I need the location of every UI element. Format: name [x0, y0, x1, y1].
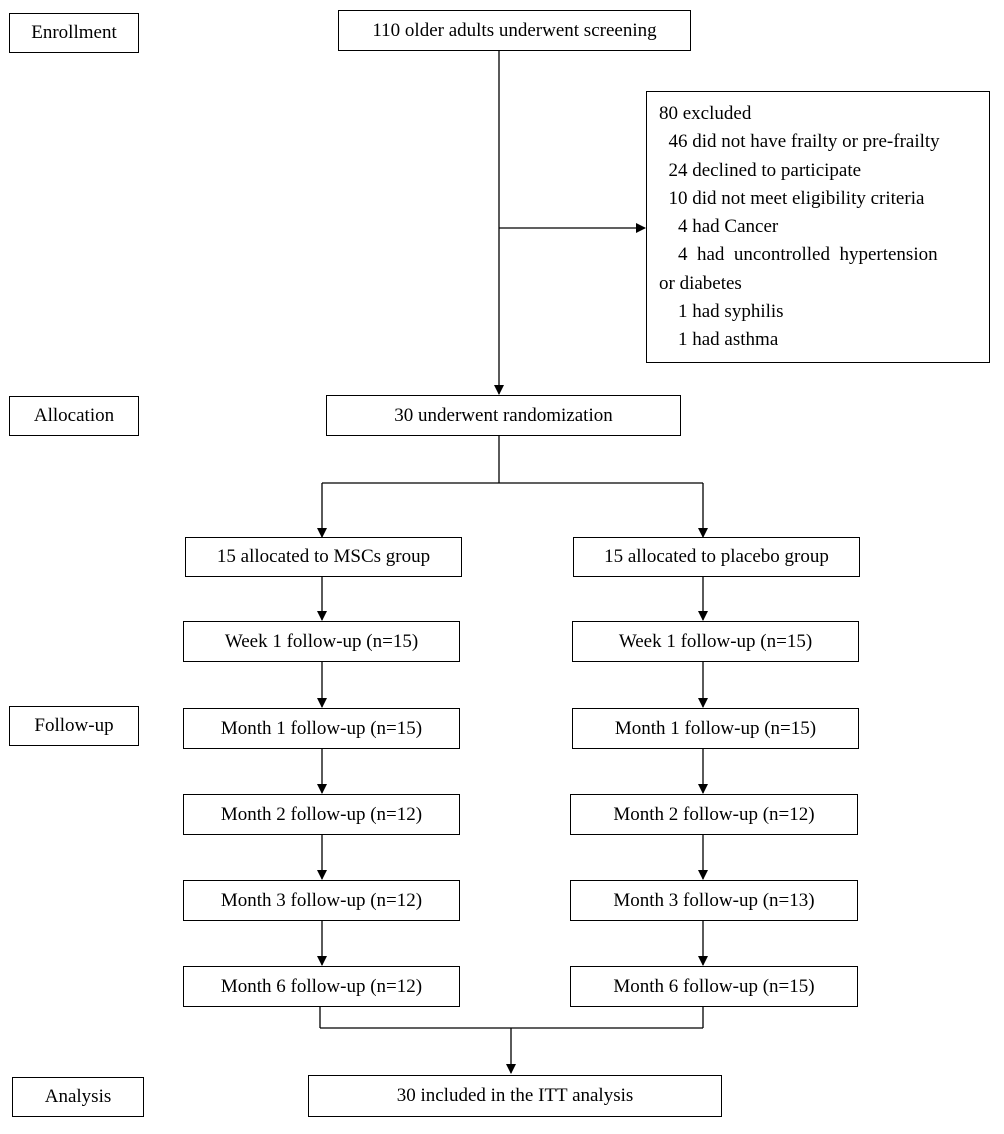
analysis-box: 30 included in the ITT analysis: [308, 1075, 722, 1117]
exclusion-item: 1 had asthma: [659, 329, 779, 351]
msc-allocated-box: 15 allocated to MSCs group: [185, 537, 462, 577]
placebo-week1-box: Week 1 follow-up (n=15): [572, 621, 859, 662]
stage-analysis: Analysis: [12, 1077, 144, 1117]
exclusion-item: 4 had uncontrolled hypertension: [659, 244, 938, 266]
exclusion-item: 10 did not meet eligibility criteria: [659, 187, 925, 209]
placebo-allocated-box: 15 allocated to placebo group: [573, 537, 860, 577]
exclusion-item: 4 had Cancer: [659, 216, 779, 238]
exclusion-item: 24 declined to participate: [659, 159, 862, 181]
exclusion-box: 80 excluded 46 did not have frailty or p…: [646, 91, 990, 363]
msc-month2-box: Month 2 follow-up (n=12): [183, 794, 460, 835]
exclusion-item: 1 had syphilis: [659, 301, 784, 323]
screening-box: 110 older adults underwent screening: [338, 10, 691, 51]
placebo-month1-box: Month 1 follow-up (n=15): [572, 708, 859, 749]
exclusion-title: 80 excluded: [659, 103, 752, 124]
msc-month6-box: Month 6 follow-up (n=12): [183, 966, 460, 1007]
placebo-month3-box: Month 3 follow-up (n=13): [570, 880, 858, 921]
stage-enrollment: Enrollment: [9, 13, 139, 53]
placebo-month2-box: Month 2 follow-up (n=12): [570, 794, 858, 835]
msc-month1-box: Month 1 follow-up (n=15): [183, 708, 460, 749]
msc-week1-box: Week 1 follow-up (n=15): [183, 621, 460, 662]
randomization-box: 30 underwent randomization: [326, 395, 681, 436]
exclusion-item: or diabetes: [659, 272, 742, 294]
exclusion-item: 46 did not have frailty or pre-frailty: [659, 131, 940, 153]
placebo-month6-box: Month 6 follow-up (n=15): [570, 966, 858, 1007]
stage-followup: Follow-up: [9, 706, 139, 746]
msc-month3-box: Month 3 follow-up (n=12): [183, 880, 460, 921]
stage-allocation: Allocation: [9, 396, 139, 436]
